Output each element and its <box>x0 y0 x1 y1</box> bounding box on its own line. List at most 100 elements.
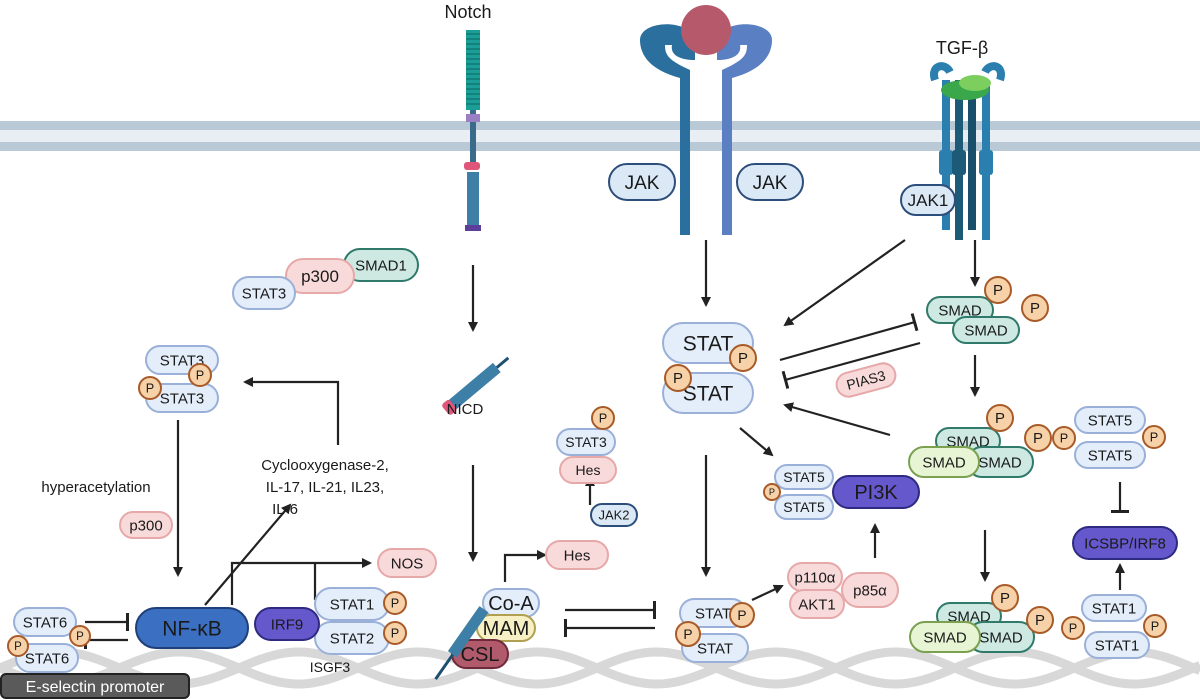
csl-label: CSL <box>461 644 500 666</box>
smad-top-2-shape <box>952 316 1020 344</box>
phosphate-label: P <box>995 410 1005 427</box>
jak-right-node: JAK <box>736 163 804 201</box>
notch-label: Notch <box>444 2 491 22</box>
phosphate-label: P <box>196 368 204 382</box>
phosphate-group: P <box>729 602 755 628</box>
smad-top-1-label: SMAD <box>938 302 982 319</box>
nicd-fragment <box>442 356 510 415</box>
stat3-hes-label: STAT3 <box>565 434 607 450</box>
smad-bottom-3-label: SMAD <box>979 629 1023 646</box>
stat1-right-bottom-shape <box>1084 631 1150 659</box>
smad-mid-2-label: SMAD <box>922 454 966 471</box>
promoter-label: E-selectin promoter <box>26 679 165 696</box>
smad-mid-2-shape <box>908 446 980 478</box>
phosphate-group: P <box>1061 616 1085 640</box>
pi3k-node: PI3K <box>832 475 920 509</box>
phosphate-label: P <box>1150 430 1158 444</box>
phosphate-label: P <box>391 626 399 640</box>
nos-label: NOS <box>391 555 424 572</box>
p85a-label: p85α <box>853 582 887 599</box>
smad-top-2-node: SMAD <box>952 316 1020 344</box>
p85a-shape <box>841 572 899 608</box>
cytokine-receptor <box>640 5 772 235</box>
jak2-shape <box>590 503 638 527</box>
hes-shape <box>545 540 609 570</box>
phosphate-group: P <box>1024 424 1052 452</box>
stat5-right-top-shape <box>1074 406 1146 434</box>
phosphate-group: P <box>763 483 781 501</box>
phosphate-label: P <box>1035 612 1045 629</box>
phosphate-label: P <box>993 282 1003 299</box>
pias3-node: PIAS3 <box>835 362 897 398</box>
cytokines-line-1: Cyclooxygenase-2, <box>261 457 389 474</box>
stat2-label: STAT2 <box>330 630 374 647</box>
hes-upper-node: Hes <box>559 456 617 484</box>
stat2-node: STAT2 <box>314 621 390 655</box>
phosphate-group: P <box>991 584 1019 612</box>
smad-mid-3-node: SMAD <box>966 446 1034 478</box>
phosphate-group: P <box>383 621 407 645</box>
stat-nuclear-bottom-label: STAT <box>697 640 733 657</box>
stat5-right-top-node: STAT5 <box>1074 406 1146 434</box>
smad-bottom-2-shape <box>909 621 981 653</box>
stat6-bottom-shape <box>15 643 79 673</box>
phosphate-label: P <box>146 381 154 395</box>
phosphate-group: P <box>986 404 1014 432</box>
activation-arrow <box>243 377 340 445</box>
isgf3-label: ISGF3 <box>310 659 351 675</box>
phosphate-label: P <box>673 370 683 387</box>
stat6-top-node: STAT6 <box>13 607 77 637</box>
co-a-label: Co-A <box>488 593 534 615</box>
stat3-dimer-top-label: STAT3 <box>160 352 204 369</box>
stat1-label: STAT1 <box>330 596 374 613</box>
icsbp-irf8-shape <box>1072 526 1178 560</box>
phosphate-group: P <box>383 591 407 615</box>
smad-bottom-2-label: SMAD <box>923 629 967 646</box>
phosphate-group: P <box>69 625 91 647</box>
phosphate-label: P <box>1030 300 1040 317</box>
smad1-complex-label: SMAD1 <box>355 257 407 274</box>
stat5-right-bottom-shape <box>1074 441 1146 469</box>
nicd-label: NICD <box>447 401 484 418</box>
stat5-pi3k-top-shape <box>774 464 834 490</box>
jak2-node: JAK2 <box>590 503 638 527</box>
jak2-label: JAK2 <box>598 508 629 523</box>
phosphate-label: P <box>683 627 692 642</box>
p300-node: p300 <box>119 511 173 539</box>
jak1-node: JAK1 <box>900 184 956 216</box>
phosphate-group: P <box>984 276 1012 304</box>
stat5-pi3k-bottom-label: STAT5 <box>783 499 825 515</box>
stat3-dimer-bottom-node: STAT3 <box>145 383 219 413</box>
phosphate-label: P <box>1151 619 1159 633</box>
stat3-hes-shape <box>556 428 616 456</box>
stat6-bottom-label: STAT6 <box>25 650 69 667</box>
pi3k-shape <box>832 475 920 509</box>
p300-shape <box>119 511 173 539</box>
stat1-right-bottom-node: STAT1 <box>1084 631 1150 659</box>
phosphate-group: P <box>1142 425 1166 449</box>
activation-arrow <box>739 427 774 457</box>
notch-receptor <box>464 30 481 231</box>
p300-complex-label: p300 <box>301 267 339 286</box>
stat6-top-shape <box>13 607 77 637</box>
p110a-node: p110α <box>787 562 843 592</box>
phosphate-group: P <box>1026 606 1054 634</box>
jak1-shape <box>900 184 956 216</box>
phosphate-label: P <box>1060 431 1068 445</box>
stat6-bottom-node: STAT6 <box>15 643 79 673</box>
jak-right-label: JAK <box>753 173 788 194</box>
p85a-node: p85α <box>841 572 899 608</box>
phosphate-label: P <box>1033 430 1043 447</box>
jak-left-node: JAK <box>608 163 676 201</box>
activation-arrow <box>783 239 906 327</box>
stat-nuclear-top-label: STAT <box>695 605 731 622</box>
smad-bottom-2-node: SMAD <box>909 621 981 653</box>
akt1-label: AKT1 <box>798 596 836 613</box>
phosphate-group: P <box>675 621 701 647</box>
cytokines-line-3: IL-6 <box>272 501 298 518</box>
smad-mid-2-node: SMAD <box>908 446 980 478</box>
smad-mid-3-label: SMAD <box>978 454 1022 471</box>
stat1-node: STAT1 <box>314 587 390 621</box>
p110a-label: p110α <box>795 569 836 586</box>
